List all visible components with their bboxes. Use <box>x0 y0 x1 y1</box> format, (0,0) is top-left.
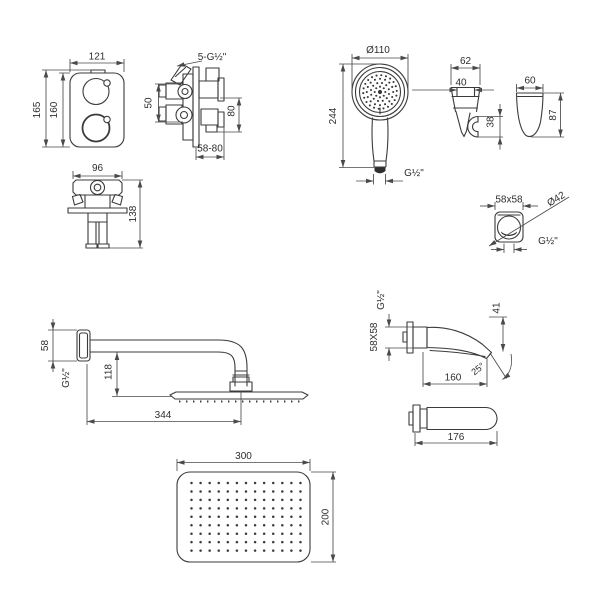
knob-indicator <box>103 79 111 87</box>
dim-wall-outlet: 58x58 Ø42 G½" <box>480 190 570 253</box>
dim-label-thread: G½" <box>404 168 424 179</box>
dim-label-arm-thread: G½" <box>61 368 72 388</box>
dim-label-cartridge-distance: 50 <box>144 97 155 109</box>
dim-valve-front: 121 165 160 <box>32 52 125 148</box>
dim-holder-front: 62 40 38 <box>412 56 503 150</box>
angle-arc-arrow <box>502 372 511 380</box>
dim-hand-shower: Ø110 244 G½" <box>328 45 424 185</box>
dim-label-escutcheon-diameter: Ø42 <box>545 190 567 209</box>
dim-label-hook-depth: 38 <box>486 116 497 128</box>
dim-label-depth-range: 58-80 <box>197 144 223 155</box>
hand-shower-tip <box>374 167 386 174</box>
dim-label-arm-drop: 118 <box>104 364 115 380</box>
dim-label-holder-outer: 62 <box>460 56 472 67</box>
dim-label-spout-length: 176 <box>448 432 465 443</box>
outlet-shadow <box>501 231 517 237</box>
dim-label-head-diameter: Ø110 <box>366 45 390 56</box>
dim-label-height-plate: 160 <box>49 101 60 118</box>
dim-label-spout-angle: 25° <box>469 361 486 378</box>
hand-shower-view: Ø110 244 G½" <box>328 45 424 185</box>
dim-label-holder-inner: 40 <box>455 78 467 89</box>
dim-label-body-height: 138 <box>128 205 139 222</box>
hand-shower-shape <box>351 63 409 174</box>
head-plan-nozzle-grid <box>190 481 302 552</box>
dim-shower-arm: 58 G½" 118 344 <box>40 319 242 425</box>
shower-arm-shape <box>76 329 309 403</box>
dim-label-head-width: 300 <box>235 451 252 462</box>
dim-label-spout-drop: 41 <box>492 302 503 314</box>
wall-outlet-shape <box>494 211 524 243</box>
head-plan-view: 300 200 <box>176 451 336 563</box>
valve-body-view: 96 138 <box>67 163 143 249</box>
holder-front-view: 62 40 38 <box>412 56 503 150</box>
holder-side-shape <box>515 92 544 137</box>
dim-holder-side: 60 87 <box>516 76 564 138</box>
dim-label-spout-plate: 58X58 <box>369 322 380 351</box>
valve-body-shape <box>67 179 128 249</box>
holder-front-shape <box>450 86 481 138</box>
dim-spout-side: G½" 58X58 41 160 25° <box>369 290 512 387</box>
knob-indicator <box>103 115 111 124</box>
dim-label-outlet-spacing: 80 <box>227 105 238 117</box>
dim-label-spout-reach: 160 <box>445 373 462 384</box>
head-plan-shape <box>176 471 311 563</box>
dim-label-outlet-thread: G½" <box>538 236 558 247</box>
dim-valve-body: 96 138 <box>72 163 143 249</box>
dim-spout-top: 176 <box>414 431 498 446</box>
spout-side-view: G½" 58X58 41 160 25° <box>369 290 512 387</box>
spout-top-shape <box>408 404 498 433</box>
dim-label-length: 244 <box>328 107 339 124</box>
dim-label-holder-side-height: 87 <box>548 109 559 121</box>
spray-face-nozzles <box>362 74 398 110</box>
dim-label-arm-flange: 58 <box>40 340 51 352</box>
dim-label-ports-thread: 5-G½" <box>198 52 227 63</box>
valve-side-body <box>158 63 225 148</box>
dim-label-body-width: 96 <box>92 163 104 174</box>
dim-label-plate-size: 58x58 <box>495 195 523 206</box>
wall-outlet-view: 58x58 Ø42 G½" <box>480 190 570 253</box>
dim-label-head-depth: 200 <box>321 508 332 525</box>
rain-head-side <box>169 391 309 400</box>
dim-valve-side: 5-G½" 50 80 58-80 <box>144 52 242 160</box>
valve-front-view: 121 165 160 <box>32 52 125 148</box>
holder-side-view: 60 87 <box>515 76 564 138</box>
valve-front-plate <box>69 69 125 148</box>
dim-label-spout-thread: G½" <box>376 290 387 310</box>
dim-label-holder-side-width: 60 <box>524 76 536 87</box>
spout-top-view: 176 <box>408 404 498 446</box>
shower-arm-view: 58 G½" 118 344 <box>40 319 309 425</box>
valve-side-view: 5-G½" 50 80 58-80 <box>144 52 242 160</box>
dim-label-width: 121 <box>89 52 106 63</box>
dim-label-height-total: 165 <box>32 101 43 118</box>
dim-head-plan: 300 200 <box>176 451 336 563</box>
dim-label-arm-reach: 344 <box>155 410 172 421</box>
spout-side-shape <box>402 321 493 360</box>
